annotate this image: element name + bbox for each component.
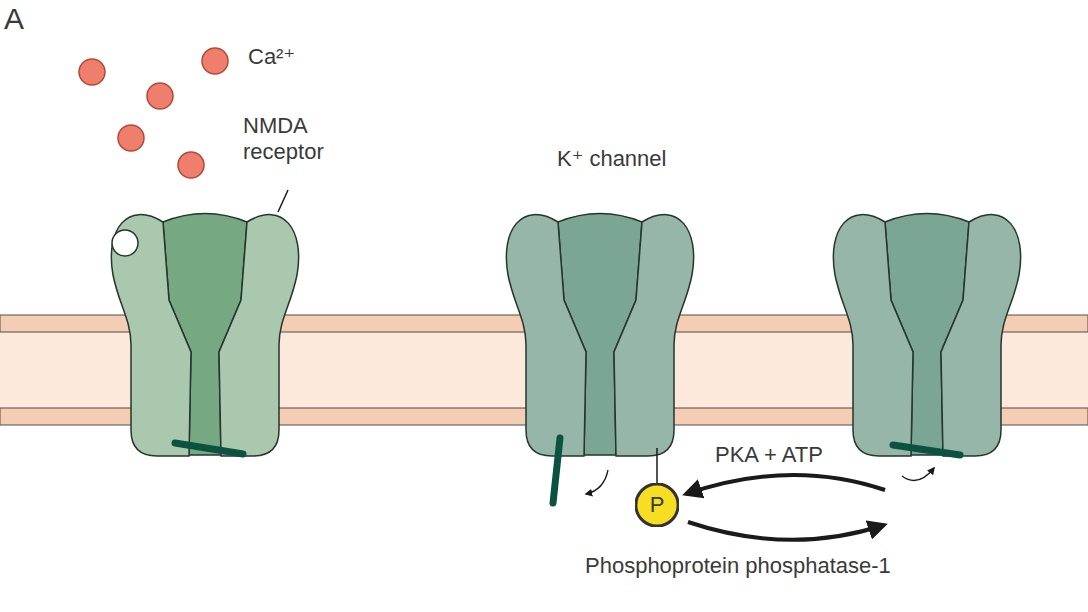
channel-subunit [506, 215, 586, 456]
channel-subunit [614, 215, 694, 456]
gate-closed [893, 445, 960, 455]
ion-channel [833, 214, 1020, 457]
channel-subunit [219, 215, 299, 456]
channel-subunit [111, 215, 191, 456]
channel-subunit [941, 215, 1021, 456]
label: PKA + ATP [715, 442, 823, 468]
phosphate-stem [656, 448, 658, 484]
label: NMDA receptor [243, 113, 363, 165]
leader-line [278, 190, 288, 212]
calcium-ions [79, 48, 228, 178]
motion-arrow [902, 468, 934, 481]
label: Phosphoprotein phosphatase-1 [585, 553, 891, 579]
gate-open [553, 438, 560, 503]
circle-shape [636, 484, 678, 526]
ion-channel [111, 214, 298, 457]
panel-letter: A [4, 2, 24, 36]
binding-site [112, 230, 138, 256]
phosphate-circle: P [635, 483, 679, 527]
ion-channel [506, 214, 693, 457]
motion-arrow [586, 470, 608, 494]
node-text: P [650, 492, 665, 518]
channel-subunit [833, 215, 913, 456]
kinase-arrow [686, 475, 885, 494]
label: K⁺ channel [557, 146, 666, 172]
phosphatase-arrow [688, 522, 884, 540]
label: Ca²⁺ [248, 44, 295, 70]
gate-closed [175, 443, 243, 454]
